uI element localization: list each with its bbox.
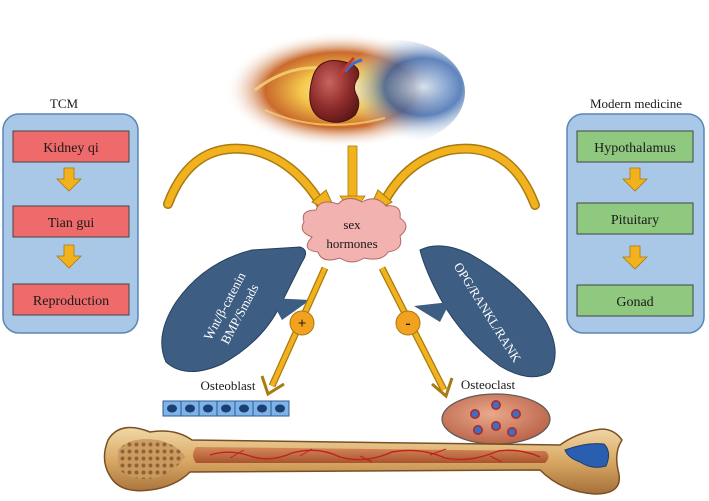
opg-rankl-pathway-bubble: OPG/RANKL/RANK [414, 245, 556, 378]
osteoblast-cells-icon [162, 400, 290, 417]
kidney-icon [225, 32, 465, 148]
svg-text:Gonad: Gonad [616, 295, 653, 310]
tcm-item-kidney-qi: Kidney qi [12, 130, 130, 163]
osteoblast-label: Osteoblast [201, 378, 256, 393]
svg-text:Kidney qi: Kidney qi [43, 141, 99, 156]
sex-hormones-label-1: sex [343, 217, 361, 232]
modern-arrow-2 [622, 245, 648, 270]
tcm-title: TCM [50, 96, 79, 111]
modern-item-pituitary: Pituitary [576, 202, 694, 235]
sex-hormones-label-2: hormones [326, 236, 377, 251]
sex-hormones-cloud: sex hormones [301, 198, 407, 263]
tcm-arrow-2 [56, 244, 82, 269]
modern-arrow-1 [622, 167, 648, 192]
svg-text:+: + [298, 316, 307, 332]
svg-text:Pituitary: Pituitary [611, 213, 659, 228]
wnt-bmp-pathway-bubble: Wnt/β-catenin BMP/Smads [161, 246, 310, 372]
svg-text:Tian gui: Tian gui [48, 216, 95, 231]
svg-text:Hypothalamus: Hypothalamus [594, 141, 676, 156]
svg-text:-: - [405, 315, 410, 332]
tcm-arrow-1 [56, 167, 82, 192]
modern-item-hypothalamus: Hypothalamus [576, 130, 694, 163]
tcm-item-reproduction: Reproduction [12, 283, 130, 316]
modern-item-gonad: Gonad [576, 284, 694, 317]
osteoclast-label: Osteoclast [461, 377, 516, 392]
tcm-item-tian-gui: Tian gui [12, 205, 130, 238]
svg-text:Reproduction: Reproduction [33, 294, 109, 309]
arrow-from-tcm [163, 143, 340, 218]
minus-sign-badge: - [395, 310, 421, 336]
plus-sign-badge: + [289, 310, 315, 336]
bone-icon [103, 426, 623, 495]
osteoclast-cell-icon [441, 393, 551, 445]
modern-title: Modern medicine [590, 96, 682, 111]
